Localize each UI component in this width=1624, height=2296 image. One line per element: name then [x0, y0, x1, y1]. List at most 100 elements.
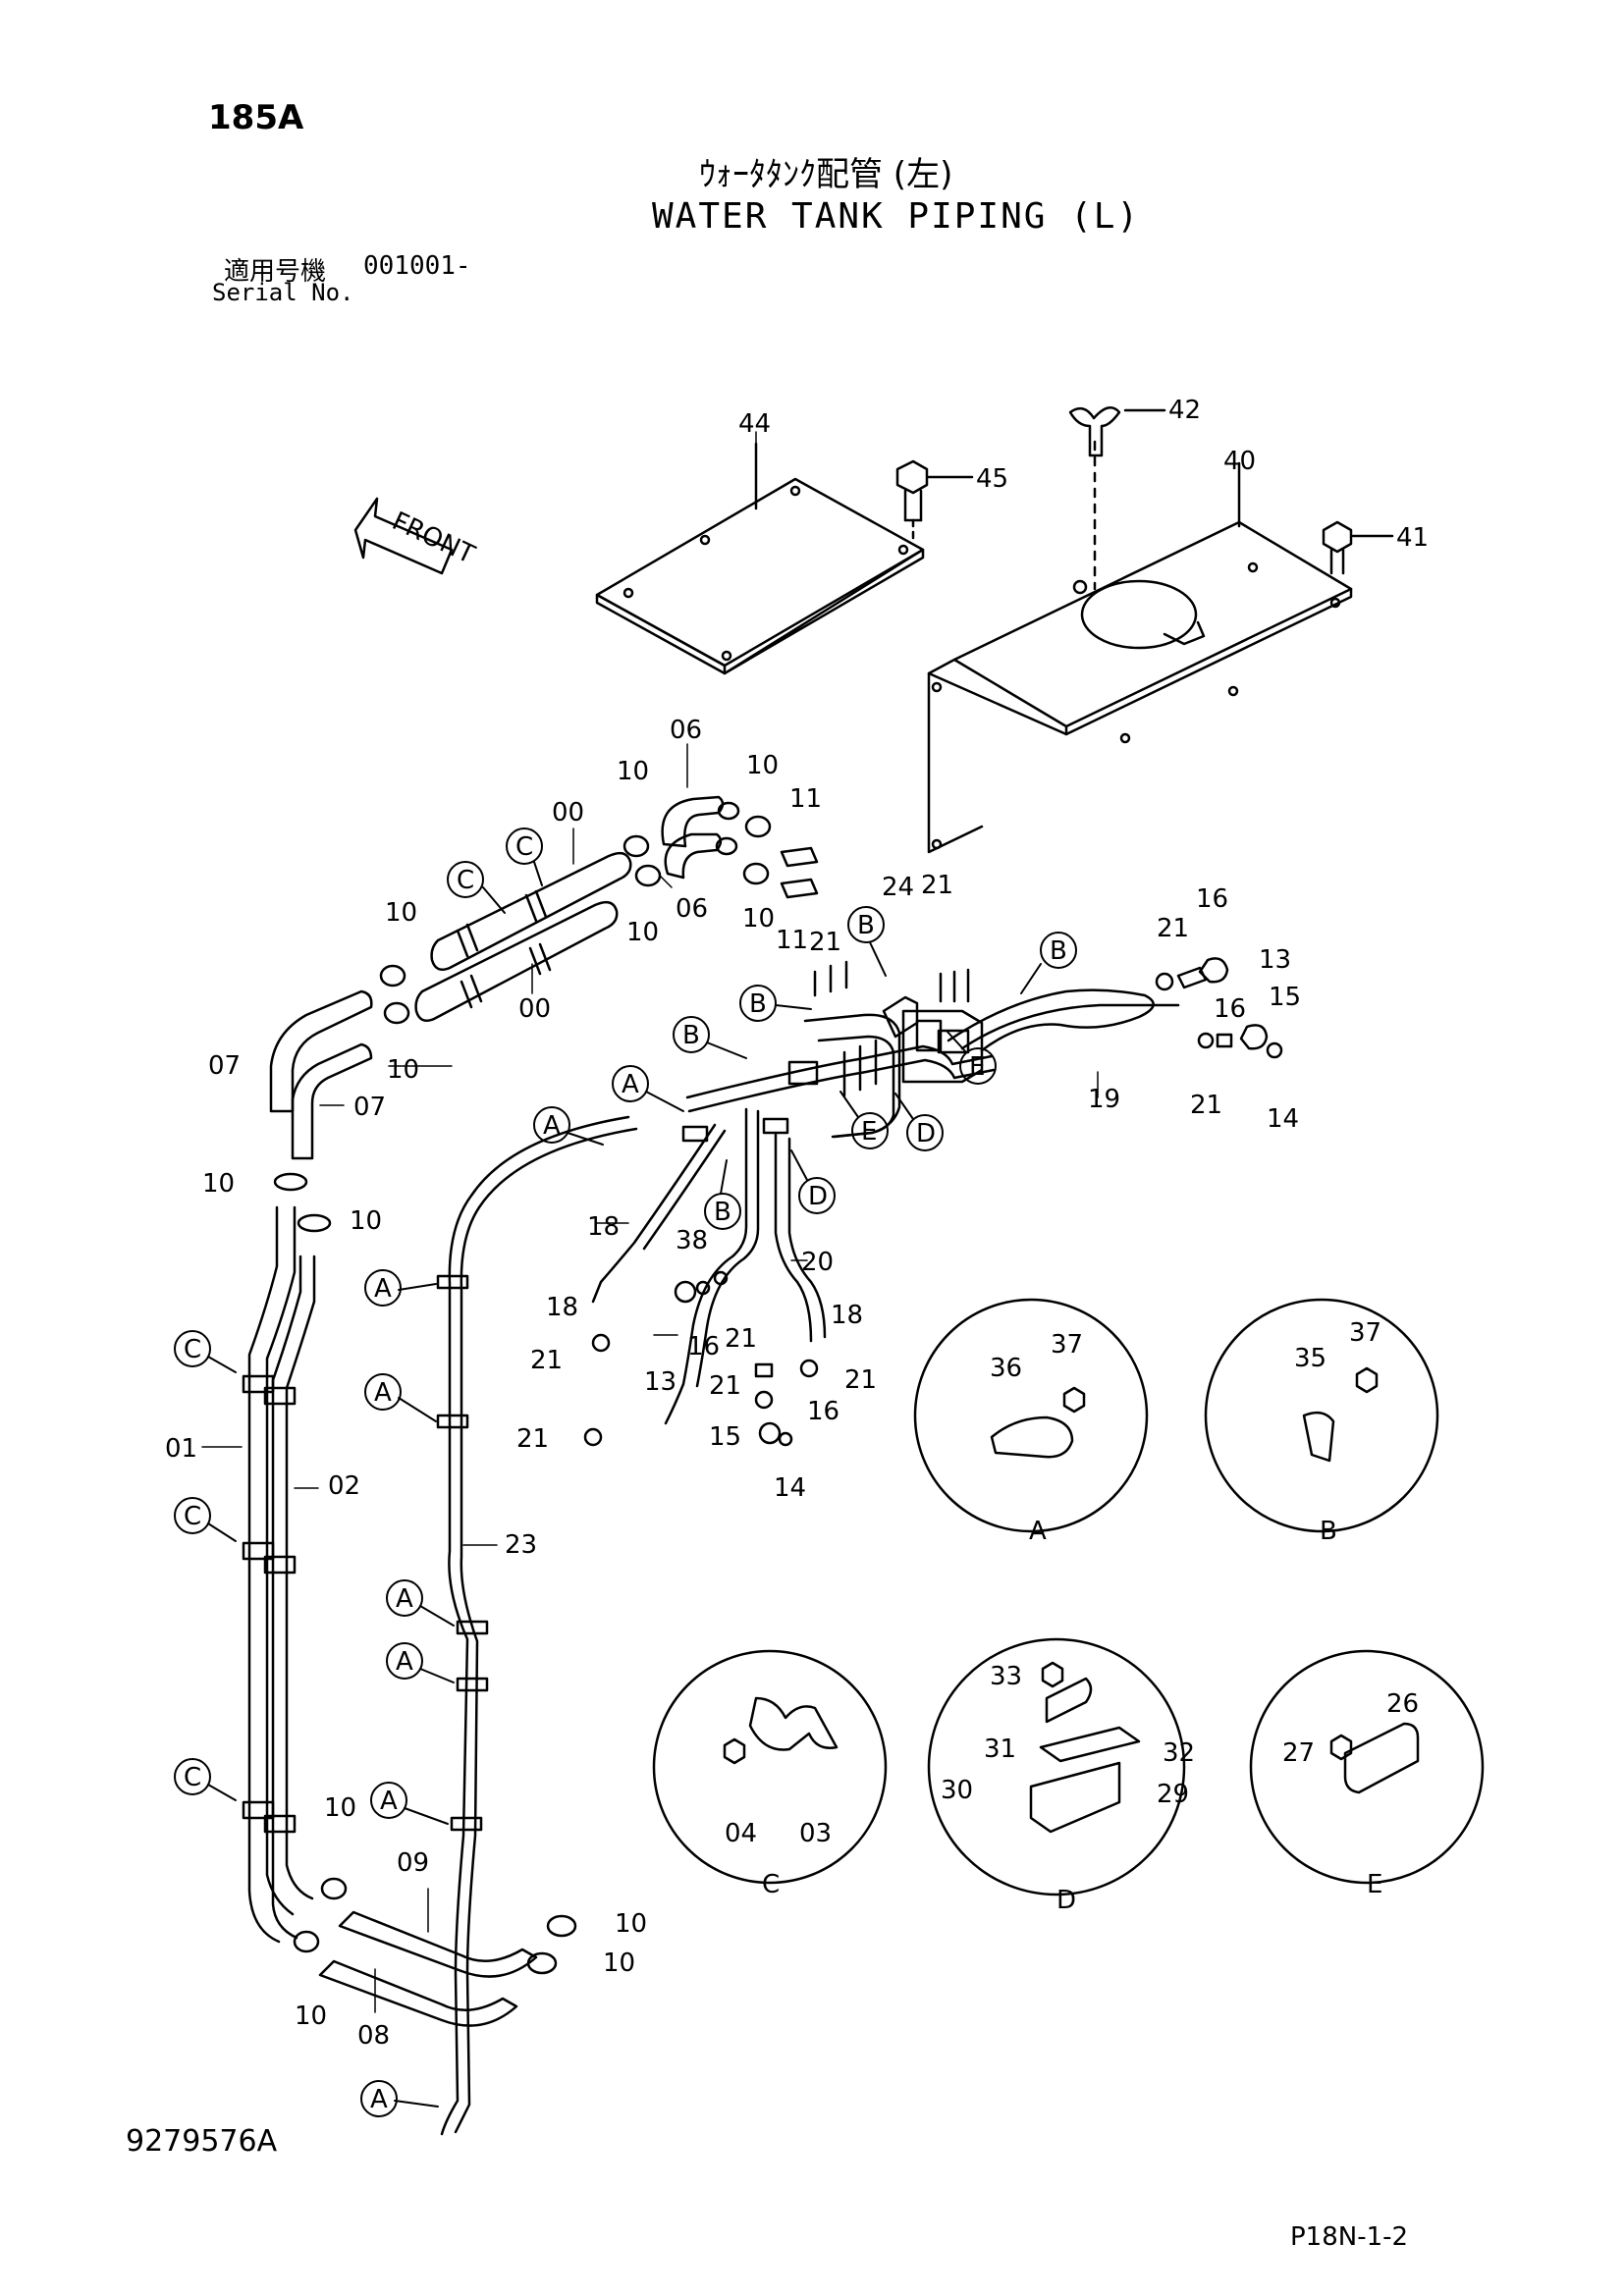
- svg-text:C: C: [515, 832, 533, 862]
- marker-b: B: [1020, 932, 1077, 994]
- part-label: 00: [518, 994, 551, 1024]
- part-label: 26: [1386, 1689, 1419, 1719]
- svg-text:B: B: [749, 989, 767, 1019]
- document-number: 9279576A: [126, 2124, 278, 2159]
- small-fittings: [583, 957, 1283, 1447]
- part-label: 11: [776, 926, 808, 955]
- svg-text:C: C: [184, 1763, 201, 1792]
- part-label: 10: [742, 904, 775, 934]
- detail-view-labels: A B C D E: [762, 1517, 1382, 1915]
- svg-text:E: E: [861, 1117, 877, 1147]
- part-label: 10: [295, 2002, 327, 2031]
- part-number-labels: 44 45 42 40 41 06 06 10 10 10 10 11 11 0…: [165, 396, 1429, 2051]
- marker-c: C: [447, 861, 506, 914]
- part-label: 32: [1163, 1738, 1195, 1768]
- svg-text:B: B: [857, 911, 875, 940]
- marker-b: B: [704, 1159, 741, 1230]
- part-label: 35: [1294, 1344, 1326, 1373]
- part-label: 14: [1267, 1104, 1299, 1134]
- part-label: 15: [1269, 983, 1301, 1012]
- part-label: 16: [687, 1332, 720, 1362]
- part-label: 14: [774, 1473, 806, 1503]
- svg-text:A: A: [374, 1274, 392, 1304]
- manifold-tubes: [591, 960, 1180, 1425]
- bolt-45-icon: [895, 459, 974, 540]
- svg-text:D: D: [808, 1182, 828, 1211]
- part-label: 10: [615, 1909, 647, 1939]
- svg-text:A: A: [543, 1111, 561, 1141]
- part-label: 21: [1190, 1091, 1222, 1120]
- part-label: 19: [1088, 1085, 1120, 1114]
- part-label: 18: [831, 1301, 863, 1330]
- part-label: 23: [505, 1530, 537, 1560]
- part-label: 44: [738, 409, 771, 439]
- part-label: 16: [1214, 994, 1246, 1024]
- detail-circle-e: [1249, 1649, 1485, 1885]
- serial-label-english: Serial No.: [212, 279, 354, 306]
- part-label: 06: [670, 716, 702, 745]
- svg-text:A: A: [380, 1787, 398, 1816]
- detail-circle-a: [913, 1298, 1149, 1533]
- svg-text:A: A: [396, 1647, 413, 1677]
- part-label: 37: [1349, 1318, 1381, 1348]
- part-label: 21: [530, 1346, 563, 1375]
- part-label: 00: [552, 798, 584, 828]
- part-label: 09: [397, 1848, 429, 1878]
- tank-cover-40: [927, 440, 1353, 854]
- svg-text:D: D: [916, 1119, 936, 1148]
- part-label: 10: [202, 1169, 235, 1199]
- part-label: 13: [644, 1367, 677, 1397]
- part-label: 21: [921, 871, 953, 900]
- svg-text:B: B: [682, 1021, 700, 1050]
- part-label: 07: [208, 1051, 241, 1081]
- svg-text:B: B: [1050, 936, 1067, 966]
- marker-a: A: [364, 1373, 437, 1422]
- part-label: 40: [1223, 447, 1256, 476]
- marker-a: A: [386, 1642, 455, 1683]
- marker-a: A: [533, 1106, 604, 1146]
- part-label: 02: [328, 1471, 360, 1501]
- part-label: 10: [603, 1949, 635, 1978]
- part-label: 45: [976, 464, 1008, 494]
- part-label: 10: [387, 1055, 419, 1085]
- svg-text:A: A: [370, 2085, 388, 2114]
- svg-text:A: A: [622, 1070, 639, 1099]
- part-label: 13: [1259, 945, 1291, 975]
- svg-text:B: B: [714, 1198, 731, 1227]
- elbow-hoses-06: [623, 795, 819, 899]
- part-label: 03: [799, 1819, 832, 1848]
- part-label: 29: [1157, 1780, 1189, 1809]
- wing-bolt-42-icon: [1068, 405, 1166, 457]
- front-arrow-icon: FRONT: [353, 497, 479, 575]
- detail-label-e: E: [1367, 1870, 1382, 1899]
- elbow-hoses-08-09: [293, 1877, 577, 2027]
- marker-d: D: [790, 1149, 836, 1214]
- detail-circle-b: [1204, 1298, 1439, 1533]
- title-japanese: ｳｫｰﾀﾀﾝｸ配管 (左): [699, 155, 953, 194]
- part-label: 04: [725, 1819, 757, 1848]
- part-label: 21: [709, 1371, 741, 1401]
- part-label: 24: [882, 873, 914, 902]
- detail-circles: [652, 1298, 1485, 1896]
- part-label: 38: [676, 1226, 708, 1255]
- front-label: FRONT: [388, 507, 479, 570]
- part-label: 10: [617, 757, 649, 786]
- part-label: 41: [1396, 523, 1429, 553]
- marker-c: C: [174, 1758, 237, 1801]
- part-label: 21: [844, 1365, 877, 1395]
- serial-label-japanese: 適用号機: [224, 257, 327, 287]
- leader-lines: [201, 431, 1240, 2013]
- part-label: 10: [385, 898, 417, 928]
- marker-a: A: [370, 1782, 449, 1825]
- callout-markers: C C C C C A A A A A A A A B B B B B D D …: [174, 828, 1077, 2117]
- marker-c: C: [174, 1330, 237, 1373]
- part-label: 36: [990, 1354, 1022, 1383]
- part-label: 11: [789, 784, 822, 814]
- sheet-number: P18N-1-2: [1290, 2222, 1409, 2252]
- svg-text:A: A: [374, 1378, 392, 1408]
- part-label: 33: [990, 1662, 1022, 1691]
- tube-23: [436, 1115, 638, 2136]
- part-label: 16: [807, 1397, 839, 1426]
- marker-a: A: [364, 1269, 437, 1307]
